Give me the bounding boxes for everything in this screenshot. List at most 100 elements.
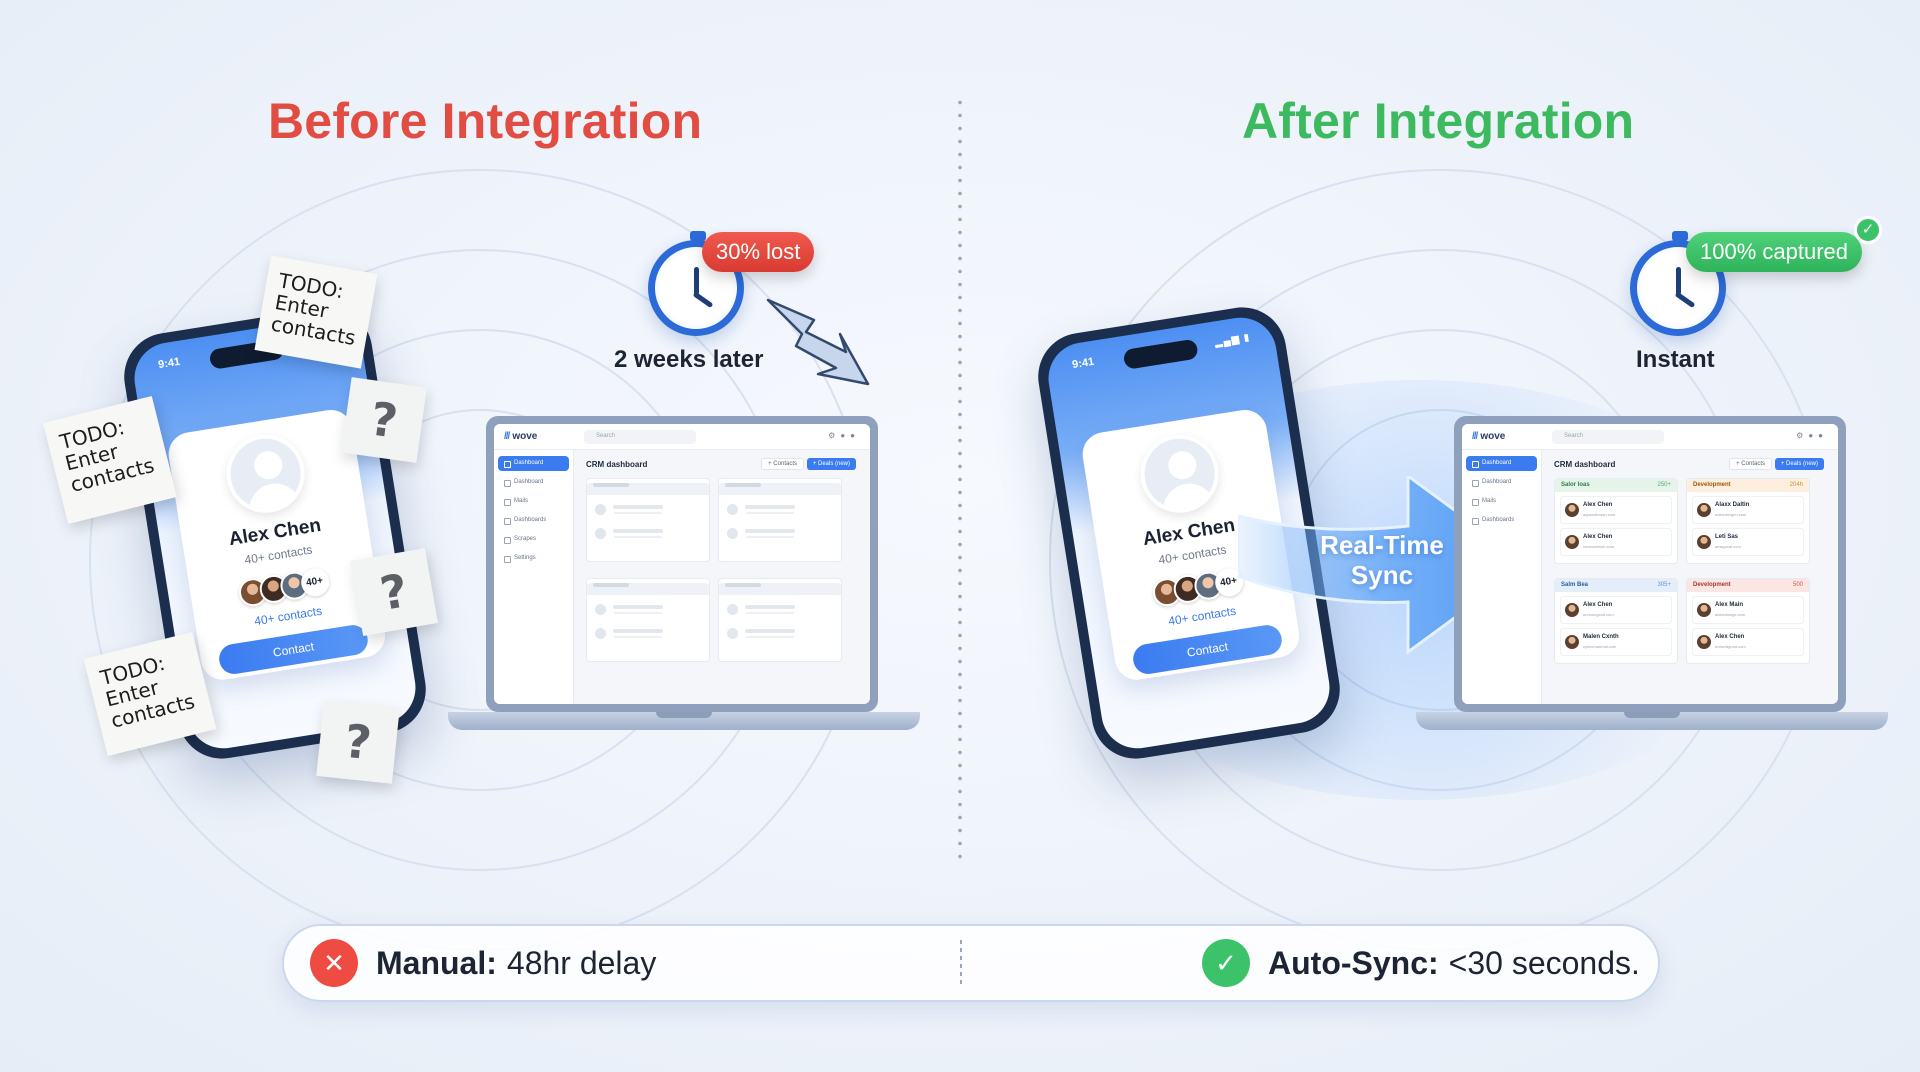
check-icon: ✓ <box>1854 216 1882 244</box>
after-caption: Instant <box>1636 346 1715 373</box>
add-deal-button[interactable]: + Deals (new) <box>806 458 856 470</box>
check-icon: ✓ <box>1202 939 1250 987</box>
avatar <box>1697 503 1711 517</box>
crm-screen: ///wove Search ⚙●● Dashboard Dashboard M… <box>1462 424 1838 704</box>
contact-row[interactable]: Alex Chen nnewrdgnod.com <box>1692 628 1804 656</box>
contact-button[interactable]: Contact <box>217 622 370 677</box>
row-name: Malen Cxnth <box>1583 634 1619 640</box>
captured-badge: 100% captured <box>1686 232 1862 272</box>
sidebar-item-dashboard[interactable]: Dashboard <box>498 475 569 490</box>
sidebar-item-dashboards[interactable]: Dashboards <box>498 513 569 528</box>
row-name: Alex Chen <box>1583 534 1613 540</box>
bar-divider <box>960 940 962 988</box>
row-email: comnonlwnh.com <box>1583 544 1615 549</box>
avatar <box>1565 635 1579 649</box>
sync-label-line: Real-Time <box>1320 530 1444 560</box>
pipeline-group: Development 204h Alaxx Daltin adelcdovgen.… <box>1686 478 1810 564</box>
avatar <box>220 429 311 519</box>
question-mark-note: ? <box>316 700 400 784</box>
crm-sidebar: Dashboard Dashboard Mails Dashboards Scr… <box>494 450 574 704</box>
group-count: 500 <box>1792 582 1803 588</box>
row-name: Alex Chen <box>1583 502 1613 508</box>
empty-panel <box>586 578 710 662</box>
row-name: Alex Chen <box>1715 634 1745 640</box>
add-deal-button[interactable]: + Deals (new) <box>1774 458 1824 470</box>
avatar <box>1697 535 1711 549</box>
question-mark-note: ? <box>341 377 427 463</box>
wove-logo: ///wove <box>1472 431 1506 442</box>
row-email: aqunndlowsn.com <box>1583 512 1616 517</box>
row-email: cylnnenanmal.com <box>1583 644 1617 649</box>
row-email: nnewrdgnod.com <box>1715 644 1746 649</box>
laptop-base <box>1416 712 1888 730</box>
sidebar-item-dashboard[interactable]: Dashboard <box>1466 456 1537 471</box>
row-email: unnooogcod.com <box>1583 612 1614 617</box>
auto-sync-value: <30 seconds. <box>1448 944 1640 981</box>
row-email: amsgoval.com <box>1715 544 1741 549</box>
after-title: After Integration <box>1242 93 1635 149</box>
todo-note: TODO: Enter contacts <box>254 255 378 369</box>
sync-label-line: Sync <box>1350 560 1414 590</box>
sidebar-item-settings[interactable]: Settings <box>498 551 569 566</box>
contact-row[interactable]: Leti Sas amsgoval.com <box>1692 528 1804 556</box>
row-email: adelcdovgen.com <box>1715 512 1747 517</box>
before-caption: 2 weeks later <box>614 346 764 373</box>
page-title: CRM dashboard <box>586 460 648 469</box>
add-contacts-button[interactable]: + Contacts <box>1729 458 1772 470</box>
signal-icon: ▂▄▆ ▮ <box>1214 332 1252 349</box>
avatar <box>1134 429 1225 519</box>
manual-status: ✕ Manual: 48hr delay <box>310 926 656 1000</box>
lightning-arrow-icon <box>766 298 870 386</box>
group-count: 250+ <box>1657 482 1671 488</box>
wove-logo: ///wove <box>504 431 538 442</box>
topbar-icons[interactable]: ⚙●● <box>1796 431 1828 440</box>
logo-text: wove <box>512 431 538 442</box>
crm-sidebar: Dashboard Dashboard Mails Dashboards <box>1462 450 1542 704</box>
search-input[interactable]: Search <box>584 430 696 444</box>
group-name: Development <box>1693 582 1731 588</box>
group-name: Salor loas <box>1561 482 1590 488</box>
sidebar-item-dashboards[interactable]: Dashboards <box>1466 513 1537 528</box>
avatar <box>1565 535 1579 549</box>
phone-notch <box>1122 338 1199 370</box>
manual-label: Manual: <box>376 944 497 981</box>
sync-label: Real-Time Sync <box>1294 530 1470 590</box>
contact-row[interactable]: Malen Cxnth cylnnenanmal.com <box>1560 628 1672 656</box>
contact-row[interactable]: Alex Chen comnonlwnh.com <box>1560 528 1672 556</box>
sidebar-item-scrapes[interactable]: Scrapes <box>498 532 569 547</box>
sidebar-item-dashboard[interactable]: Dashboard <box>498 456 569 471</box>
row-name: Leti Sas <box>1715 534 1739 540</box>
comparison-bar: ✕ Manual: 48hr delay ✓ Auto-Sync: <30 se… <box>282 924 1660 1002</box>
crm-main: CRM dashboard + Contacts + Deals (new) S… <box>1550 450 1830 704</box>
phone-time: 9:41 <box>157 355 182 372</box>
crm-main: CRM dashboard + Contacts + Deals (new) <box>582 450 862 704</box>
group-name: Salm Bea <box>1561 582 1589 588</box>
question-mark-note: ? <box>349 547 439 637</box>
avatar <box>1565 603 1579 617</box>
avatar <box>1697 603 1711 617</box>
contact-row[interactable]: Alaxx Daltin adelcdovgen.com <box>1692 496 1804 524</box>
group-count: 204h <box>1789 482 1803 488</box>
row-email: adelcdolnge.com <box>1715 612 1746 617</box>
topbar-icons[interactable]: ⚙●● <box>828 431 860 440</box>
before-title: Before Integration <box>268 93 703 149</box>
logo-text: wove <box>1480 431 1506 442</box>
sidebar-item-mails[interactable]: Mails <box>1466 494 1537 509</box>
row-name: Alaxx Daltin <box>1715 502 1750 508</box>
contact-row[interactable]: Alex Chen aqunndlowsn.com <box>1560 496 1672 524</box>
center-divider <box>958 96 962 866</box>
manual-value: 48hr delay <box>506 944 657 981</box>
page-title: CRM dashboard <box>1554 460 1616 469</box>
group-name: Development <box>1693 482 1731 488</box>
empty-panel <box>718 478 842 562</box>
crm-topbar: ///wove Search ⚙●● <box>494 424 870 450</box>
search-input[interactable]: Search <box>1552 430 1664 444</box>
add-contacts-button[interactable]: + Contacts <box>761 458 804 470</box>
sidebar-item-dashboard[interactable]: Dashboard <box>1466 475 1537 490</box>
phone-time: 9:41 <box>1071 355 1096 372</box>
sidebar-item-mails[interactable]: Mails <box>498 494 569 509</box>
